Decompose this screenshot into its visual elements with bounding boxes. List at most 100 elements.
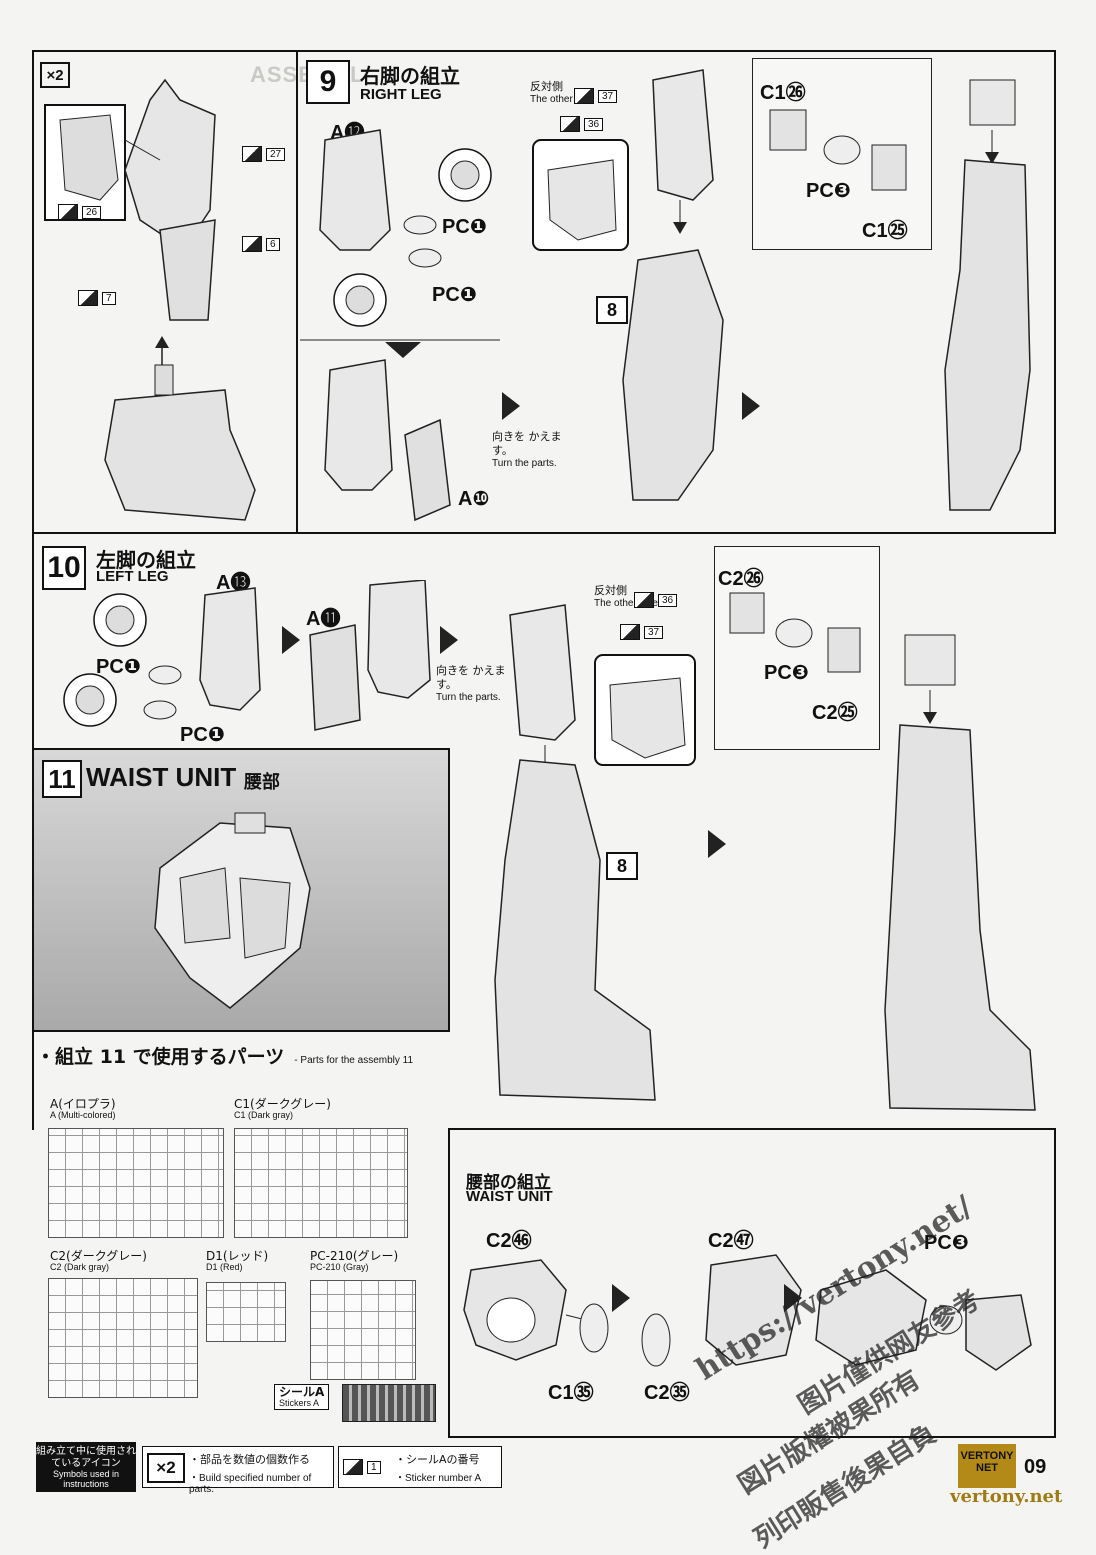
sticker-sheet-label: シールA Stickers A: [274, 1384, 330, 1411]
waist-substep-illustration: [463, 1254, 1032, 1371]
sticker-37: 37: [574, 88, 618, 104]
step9-subassembly-8: 8: [596, 296, 628, 324]
turn-note-jp: 向きを かえます。: [436, 664, 506, 691]
part-label-pc1-bottom-10: PC❶: [180, 724, 225, 746]
waist-substep-title-en: WAIST UNIT: [466, 1188, 553, 1205]
sticker-6: 6: [242, 236, 280, 252]
footer-x2-desc-jp: ・部品を数値の個数作る: [189, 1453, 310, 1466]
vertony-logo: VERTONY NET: [958, 1444, 1016, 1488]
sticker-number: 37: [644, 625, 664, 639]
sticker-sheet-en: Stickers A: [279, 1397, 320, 1408]
part-label-c1-26: C1㉖: [760, 82, 806, 104]
step11-number: 11: [42, 760, 82, 798]
sprue-title-jp: A(イロプラ): [50, 1097, 116, 1111]
part-label-pc1-top: PC❶: [442, 216, 487, 238]
waist-substep-panel: [448, 1128, 1056, 1438]
parts-heading-en: - Parts for the assembly 11: [294, 1055, 414, 1066]
part-label-pc3-waist: PC❸: [924, 1232, 969, 1254]
sprue-title-pc210: PC-210(グレー)PC-210 (Gray): [310, 1249, 399, 1273]
sticker-icon: [634, 592, 654, 608]
part-label-c1-35: C1㉟: [548, 1382, 594, 1404]
step11-title-jp: 腰部: [244, 772, 280, 793]
sprue-c2: [48, 1278, 198, 1398]
sticker-icon: [58, 204, 78, 220]
footer-x2-desc-en: ・Build specified number of parts.: [189, 1473, 312, 1495]
footer-symbols-jp: 組み立て中に使用されているアイコン: [36, 1446, 136, 1469]
waist-next-arrow-1: [612, 1284, 630, 1312]
other-side-jp: 反対側: [530, 80, 563, 93]
sprue-title-jp: C1(ダークグレー): [234, 1097, 331, 1111]
left-leg-final-illustration: [884, 634, 1036, 1111]
sticker-sheet-jp: シールA: [279, 1385, 325, 1399]
other-side-en: The other side: [530, 93, 594, 105]
part-label-c2-26: C2㉖: [718, 568, 764, 590]
sticker-36-10: 36: [634, 592, 678, 608]
sticker-number: 26: [82, 205, 102, 219]
footer-x2-legend: ×2 ・部品を数値の個数作る ・Build specified number o…: [142, 1446, 334, 1495]
step9-parts-illustration: [300, 129, 500, 522]
step10-title-en: LEFT LEG: [96, 568, 169, 585]
sticker-number: 36: [658, 593, 678, 607]
sticker-icon: [242, 236, 262, 252]
sticker-37-10: 37: [620, 624, 664, 640]
sticker-number: 37: [598, 89, 618, 103]
footer-sticker-desc-en: ・Sticker number A: [395, 1473, 482, 1484]
turn-note-en: Turn the parts.: [436, 691, 501, 703]
sprue-title-en: C1 (Dark gray): [234, 1110, 294, 1121]
sprue-pc210: [310, 1280, 416, 1380]
footer-sticker-legend: 1 ・シールAの番号 ・Sticker number A: [338, 1446, 502, 1488]
part-label-c2-25: C2㉕: [812, 702, 858, 724]
waist-substep-title-jp: 腰部の組立: [466, 1173, 551, 1193]
part-label-a10: A❿: [458, 488, 490, 510]
sticker-7: 7: [78, 290, 116, 306]
sticker-icon: [78, 290, 98, 306]
parts-heading-jp: ・組立 11 で使用するパーツ: [36, 1046, 285, 1068]
step9-other-side-note: 反対側 The other side: [530, 80, 600, 106]
footer-sticker-desc-jp: ・シールAの番号: [395, 1453, 480, 1466]
sprue-c1: [234, 1128, 408, 1238]
page-number: 09: [1024, 1456, 1047, 1478]
logo-line2: NET: [976, 1462, 998, 1475]
footer-x2-icon: ×2: [147, 1453, 185, 1483]
sticker-sheet-image: [342, 1384, 436, 1422]
sprue-title-en: D1 (Red): [206, 1262, 243, 1273]
sprue-d1: [206, 1282, 286, 1342]
waist-unit-illustration: [154, 812, 311, 1009]
step10-joint-illustration: [729, 592, 861, 673]
sprue-title-c1: C1(ダークグレー)C1 (Dark gray): [234, 1097, 331, 1121]
part-label-pc3-10: PC❸: [764, 662, 809, 684]
sticker-icon: [620, 624, 640, 640]
step10-subassembly-8: 8: [606, 852, 638, 880]
sprue-title-en: C2 (Dark gray): [50, 1262, 110, 1273]
logo-line1: VERTONY: [960, 1450, 1014, 1462]
step10-turn-note: 向きを かえます。 Turn the parts.: [436, 664, 506, 704]
sticker-icon: [574, 88, 594, 104]
sticker-number: 27: [266, 147, 286, 161]
sprue-title-jp: PC-210(グレー): [310, 1249, 399, 1263]
part-label-c2-46: C2㊻: [486, 1230, 532, 1252]
parts-heading: ・組立 11 で使用するパーツ - Parts for the assembly…: [36, 1042, 413, 1069]
sprue-title-d1: D1(レッド)D1 (Red): [206, 1249, 268, 1273]
step10-number: 10: [42, 546, 86, 590]
step11-title-en: WAIST UNIT: [86, 762, 237, 792]
waist-next-arrow-2: [784, 1284, 802, 1312]
sticker-26: 26: [58, 204, 102, 220]
step9-down-arrow: [385, 342, 421, 358]
right-leg-illustration: [532, 69, 724, 501]
step9-number: 9: [306, 60, 350, 104]
other-side-en: The other side: [594, 597, 658, 609]
sticker-number: 6: [266, 237, 280, 251]
sprue-title-en: PC-210 (Gray): [310, 1262, 369, 1273]
part-label-a11: A⓫: [306, 608, 341, 630]
step10-title-jp: 左脚の組立: [96, 548, 196, 572]
step10-next-arrow-2: [440, 626, 458, 654]
sticker-icon: [560, 116, 580, 132]
sticker-icon: [343, 1459, 363, 1475]
turn-note-jp: 向きを かえます。: [492, 430, 562, 457]
sprue-a: [48, 1128, 224, 1238]
step9-turn-note: 向きを かえます。 Turn the parts.: [492, 430, 562, 470]
part-label-c2-47: C2㊼: [708, 1230, 754, 1252]
step10-next-arrow-3: [708, 830, 726, 858]
step9-title-en: RIGHT LEG: [360, 86, 442, 103]
